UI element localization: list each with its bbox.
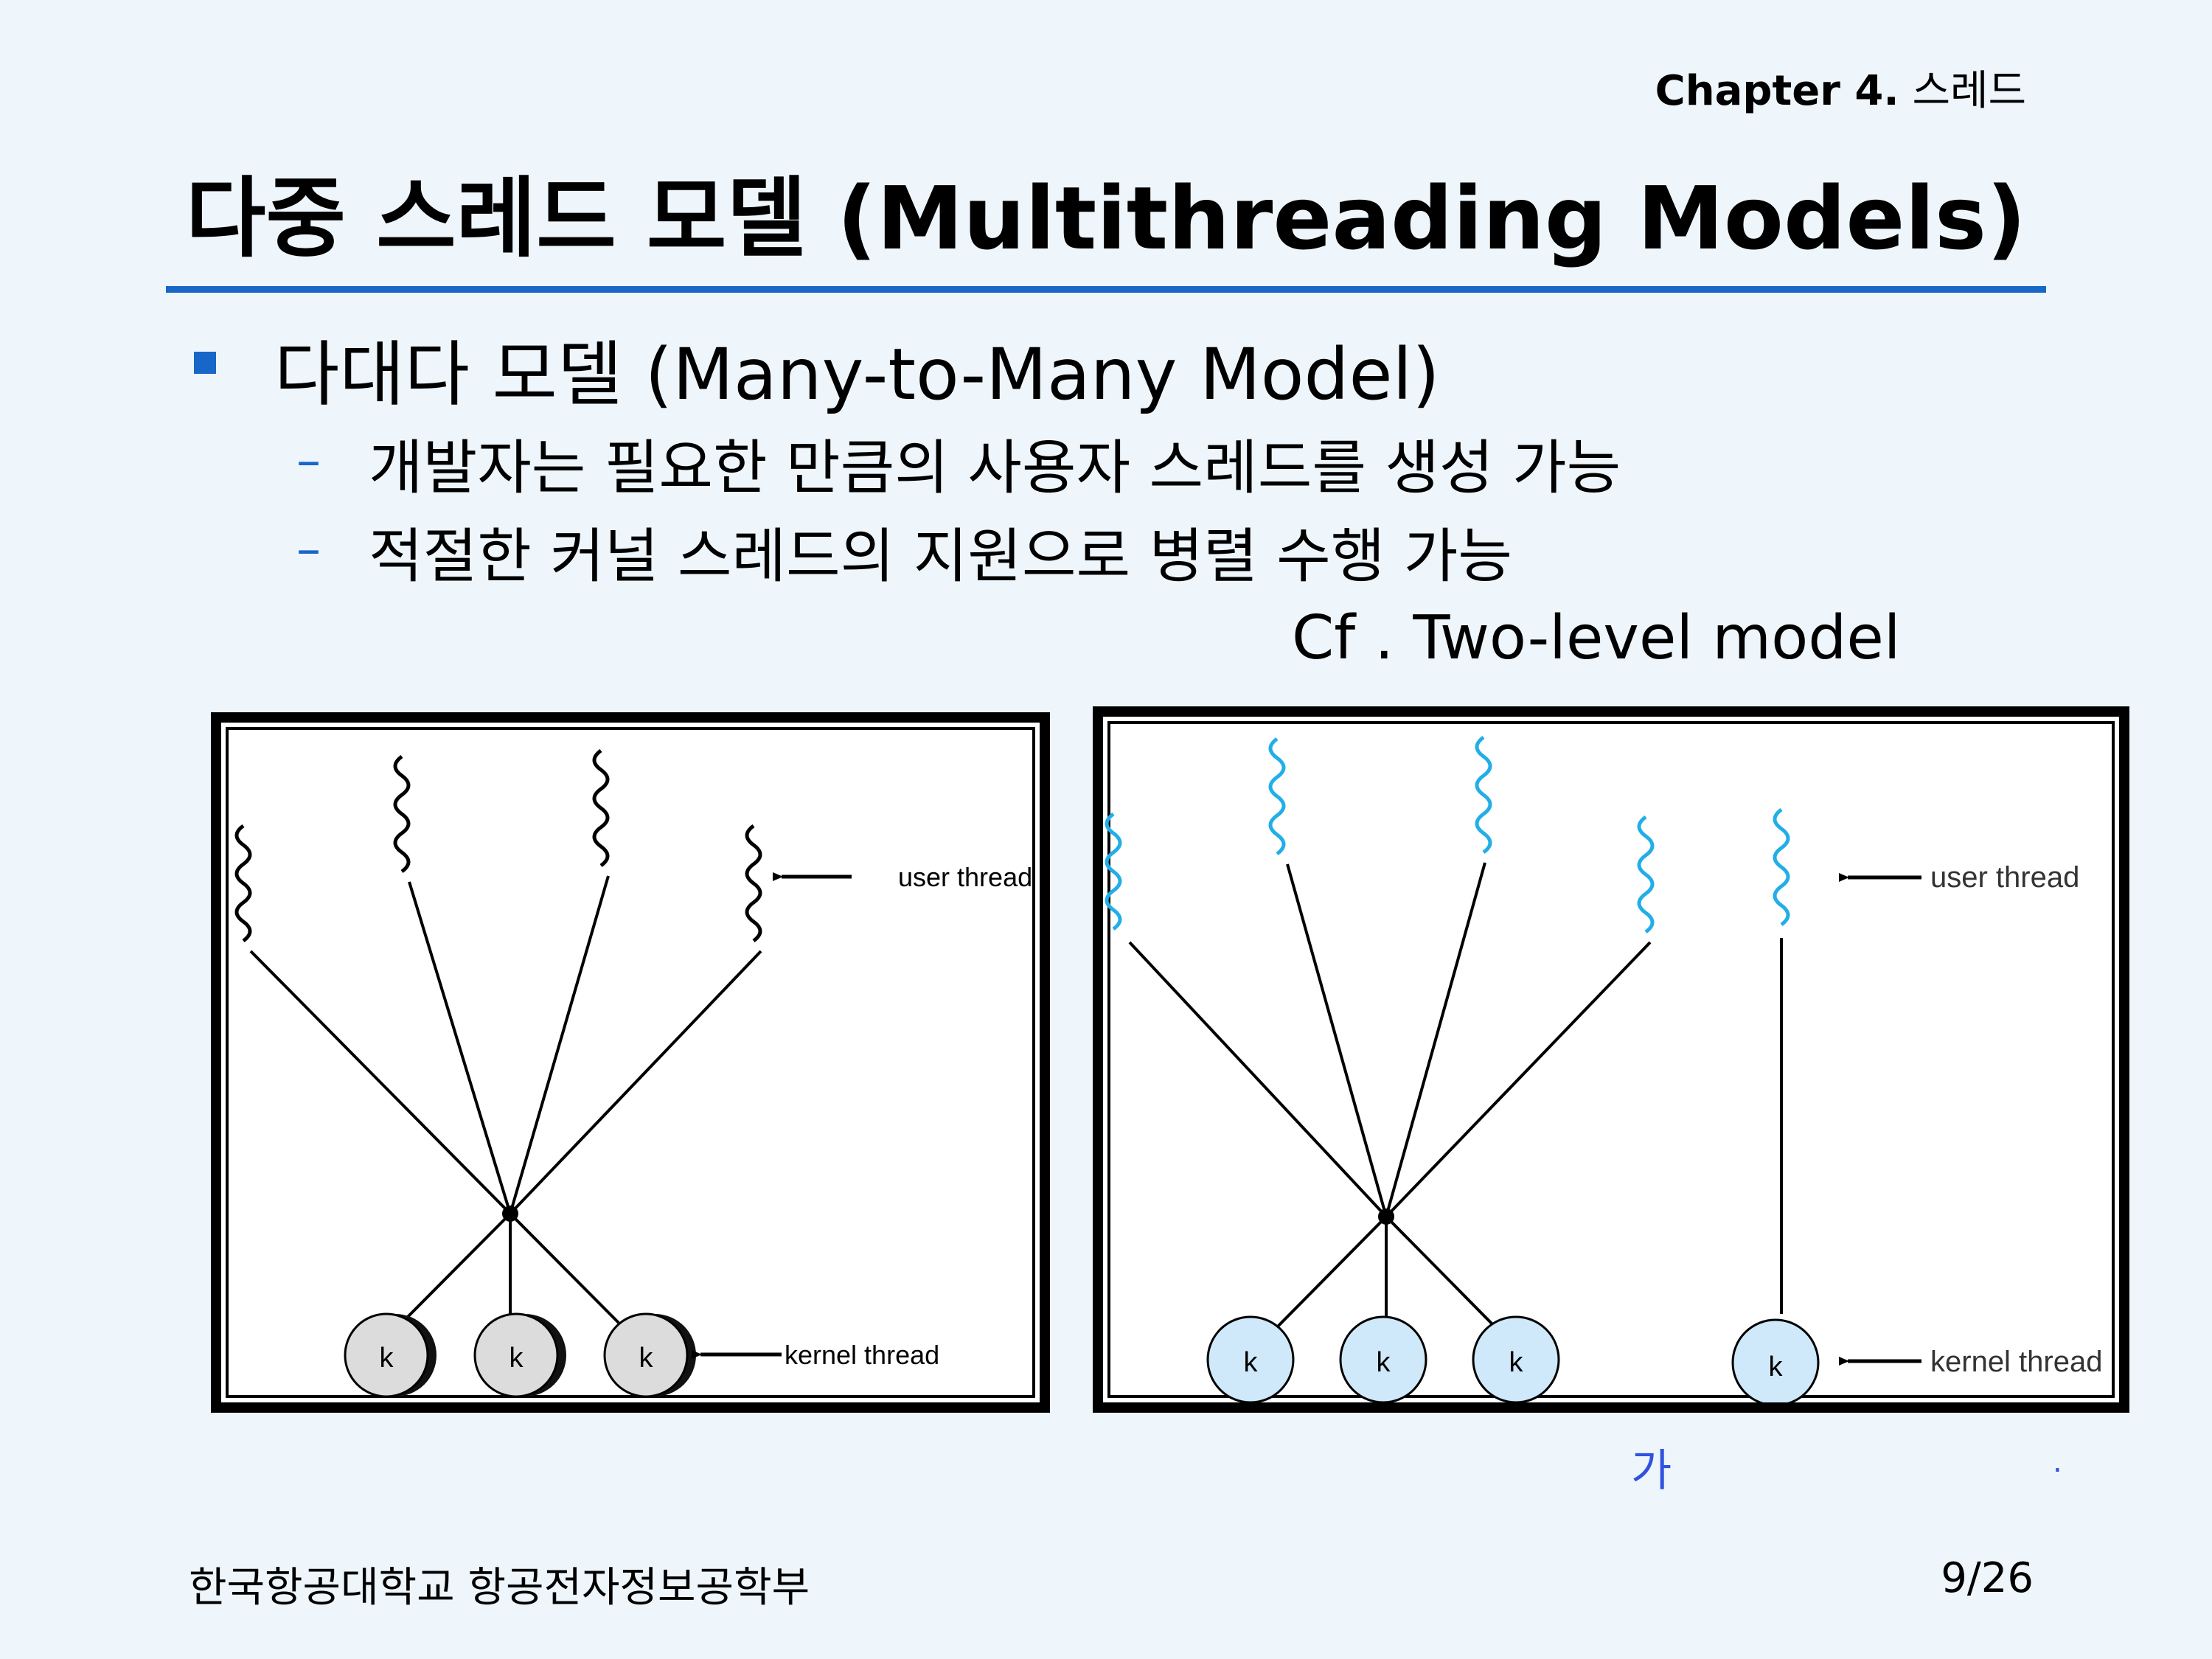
kernel-thread-label: kernel thread	[785, 1340, 939, 1370]
diagram-two-level: k k k k user thread kernel thread	[1093, 706, 2129, 1413]
user-thread-squiggle	[234, 824, 252, 943]
user-thread-squiggle	[1637, 815, 1655, 934]
user-thread-squiggle	[745, 824, 762, 943]
svg-text:k: k	[509, 1343, 524, 1374]
svg-text:k: k	[639, 1343, 654, 1374]
svg-text:k: k	[1769, 1352, 1784, 1382]
bullet-square-icon	[194, 352, 216, 374]
chapter-label: Chapter 4. 스레드	[1655, 67, 2026, 115]
kernel-thread-node	[1206, 1315, 1295, 1402]
user-thread-squiggle	[1105, 812, 1122, 931]
svg-text:k: k	[380, 1343, 394, 1374]
user-thread-squiggle	[1268, 737, 1286, 856]
diagram-many-to-many: k k k user thread kernel thread	[211, 712, 1050, 1413]
two-level-svg: k k k k user thread kernel thread	[1105, 735, 2102, 1402]
annotation-dot: .	[2053, 1445, 2062, 1479]
many-to-many-svg: k k k user thread kernel thread	[234, 748, 1032, 1398]
kernel-thread-node	[603, 1312, 689, 1398]
footer-school: 한국항공대학교 항공전자정보공학부	[189, 1564, 810, 1612]
sub-item-1: 개발자는 필요한 만큼의 사용자 스레드를 생성 가능	[369, 434, 1621, 502]
user-thread-squiggle	[393, 754, 411, 874]
svg-text:k: k	[1509, 1347, 1524, 1378]
cf-two-level-note: Cf . Two-level model	[1292, 603, 1901, 673]
page-number: 9/26	[1941, 1554, 2034, 1602]
dash-icon: –	[296, 432, 321, 489]
kernel-thread-node	[344, 1312, 429, 1398]
bullet-many-to-many: 다대다 모델 (Many-to-Many Model)	[274, 333, 1440, 416]
user-thread-squiggle	[1773, 807, 1790, 927]
title-divider	[166, 286, 2046, 293]
user-thread-label: user thread	[898, 862, 1032, 892]
svg-text:k: k	[1244, 1347, 1259, 1378]
sub-item-2: 적절한 커널 스레드의 지원으로 병렬 수행 가능	[369, 522, 1512, 591]
kernel-thread-label: kernel thread	[1930, 1346, 2102, 1378]
kernel-thread-node	[473, 1312, 559, 1398]
slide-title: 다중 스레드 모델 (Multithreading Models)	[185, 167, 2027, 269]
kernel-thread-node	[1339, 1315, 1427, 1402]
kernel-thread-node	[1731, 1318, 1820, 1402]
user-thread-squiggle	[592, 748, 610, 868]
kernel-thread-node	[1472, 1315, 1560, 1402]
user-thread-label: user thread	[1930, 861, 2079, 894]
annotation-ga: 가	[1631, 1445, 1672, 1497]
dash-icon: –	[296, 521, 321, 577]
svg-text:k: k	[1377, 1347, 1391, 1378]
user-thread-squiggle	[1475, 735, 1492, 855]
